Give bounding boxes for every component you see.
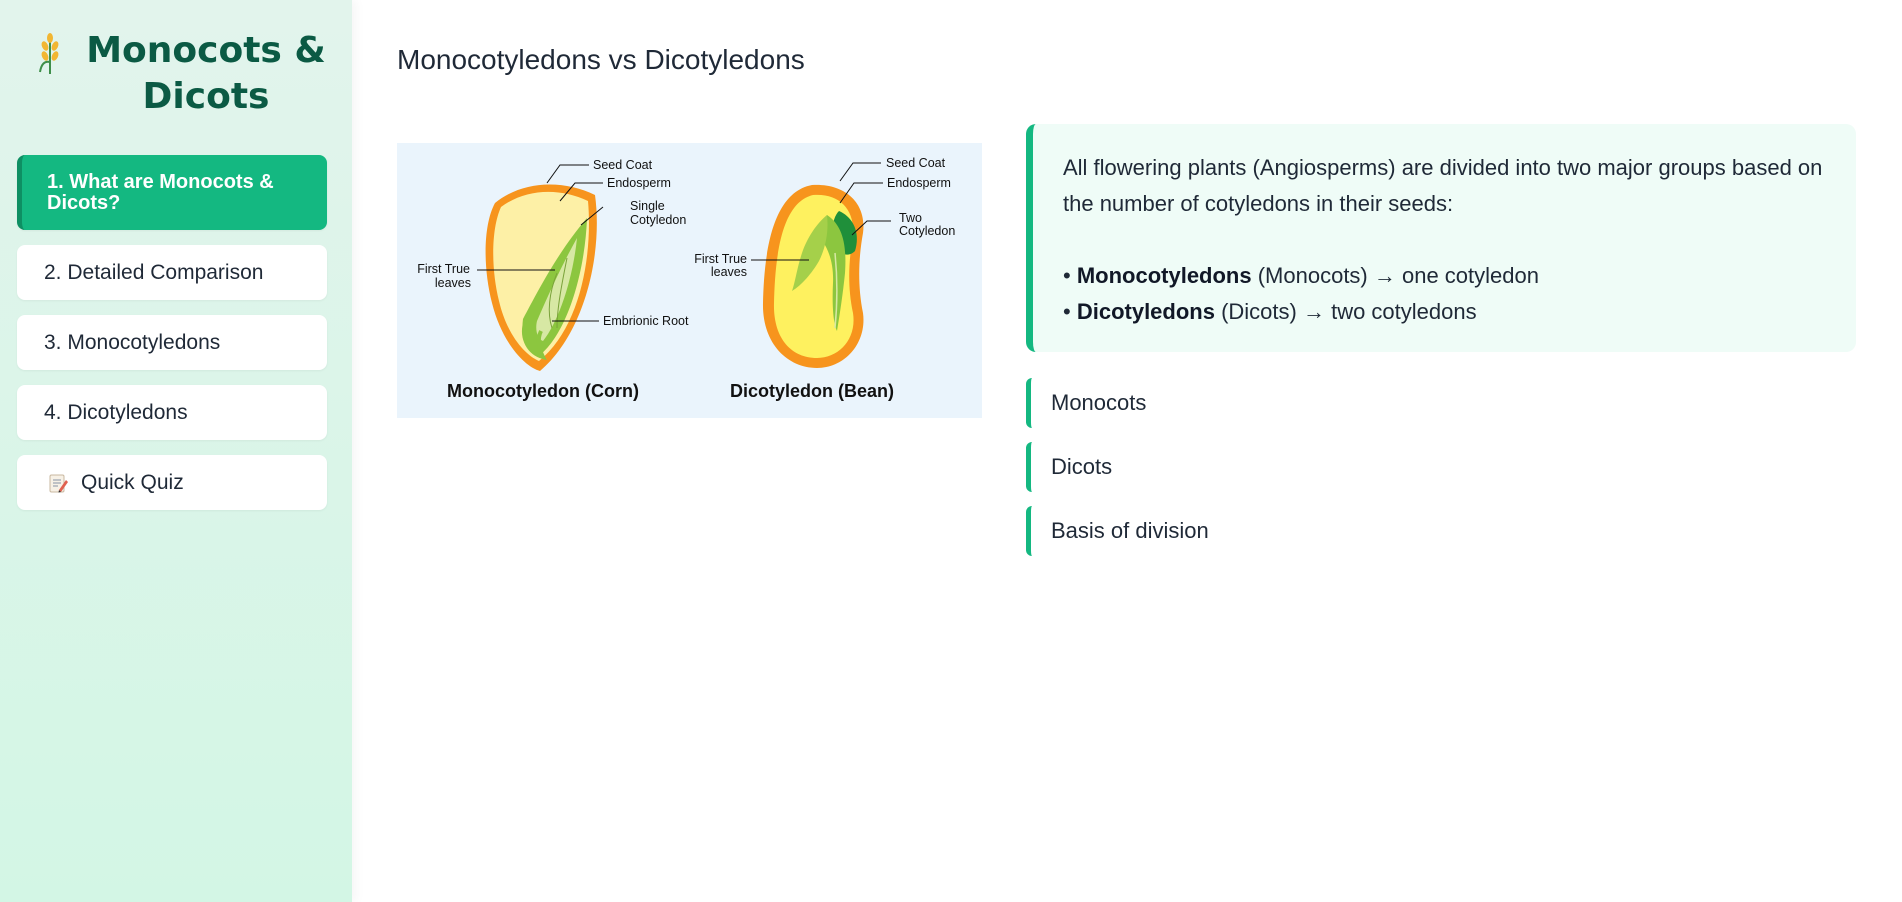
accordion-monocots[interactable]: Monocots [1026,378,1546,428]
mono-cotyledon-label-1: Single [630,199,665,213]
nav-item-what-are[interactable]: 1. What are Monocots & Dicots? [17,155,327,230]
mono-seed-coat-label: Seed Coat [593,158,653,172]
bullet-dicots: • Dicotyledons (Dicots) → two cotyledons [1063,299,1477,324]
accordion-label: Monocots [1051,390,1147,415]
dicot-endosperm-label: Endosperm [887,176,951,190]
mono-endosperm-label: Endosperm [607,176,671,190]
nav-item-label: 2. Detailed Comparison [44,260,264,284]
mono-leaves-label-2: leaves [435,276,471,290]
nav-item-label: 1. What are Monocots & Dicots? [47,170,274,214]
dicot-seed-drawing [762,184,864,368]
nav-item-label: Quick Quiz [81,470,184,494]
mono-caption: Monocotyledon (Corn) [447,381,639,401]
bullet-term: Monocotyledons [1076,263,1252,288]
bullet-term: Dicotyledons [1076,299,1215,324]
intro-card: All flowering plants (Angiosperms) are d… [1026,124,1856,352]
brand: Monocots & Dicots [36,28,336,120]
nav-item-detailed-comparison[interactable]: 2. Detailed Comparison [17,245,327,300]
nav-item-dicotyledons[interactable]: 4. Dicotyledons [17,385,327,440]
wheat-icon [39,33,59,74]
accordion-label: Basis of division [1051,518,1209,543]
dicot-leaves-label-2: leaves [711,265,747,279]
mono-root-label: Embrionic Root [603,314,689,328]
seed-diagram: Seed Coat Endosperm Single Cotyledon Fir… [397,143,982,418]
accordion-label: Dicots [1051,454,1113,479]
nav-item-quick-quiz[interactable]: Quick Quiz [17,455,327,510]
seed-diagram-svg: Seed Coat Endosperm Single Cotyledon Fir… [417,156,955,401]
accordion-dicots[interactable]: Dicots [1026,442,1546,492]
intro-text: All flowering plants (Angiosperms) are d… [1063,155,1823,216]
dicot-cotyledon-label-2: Cotyledon [899,224,955,238]
dicot-caption: Dicotyledon (Bean) [730,381,894,401]
bullet-monocots: • Monocotyledons (Monocots) → one cotyle… [1063,263,1539,288]
page-title: Monocotyledons vs Dicotyledons [397,44,805,75]
brand-title: Monocots & Dicots [86,30,326,117]
mono-leaves-label-1: First True [417,262,470,276]
memo-icon [49,474,68,492]
dicot-cotyledon-label-1: Two [899,211,922,225]
mono-cotyledon-label-2: Cotyledon [630,213,686,227]
nav-item-label: 3. Monocotyledons [44,330,221,354]
accordion-basis-of-division[interactable]: Basis of division [1026,506,1546,556]
dicot-seed-coat-label: Seed Coat [886,156,946,170]
nav-item-monocotyledons[interactable]: 3. Monocotyledons [17,315,327,370]
sidebar: Monocots & Dicots 1. What are Monocots &… [0,0,352,902]
monocot-seed-drawing [485,184,597,371]
nav-item-label: 4. Dicotyledons [44,400,188,424]
dicot-leaves-label-1: First True [694,252,747,266]
